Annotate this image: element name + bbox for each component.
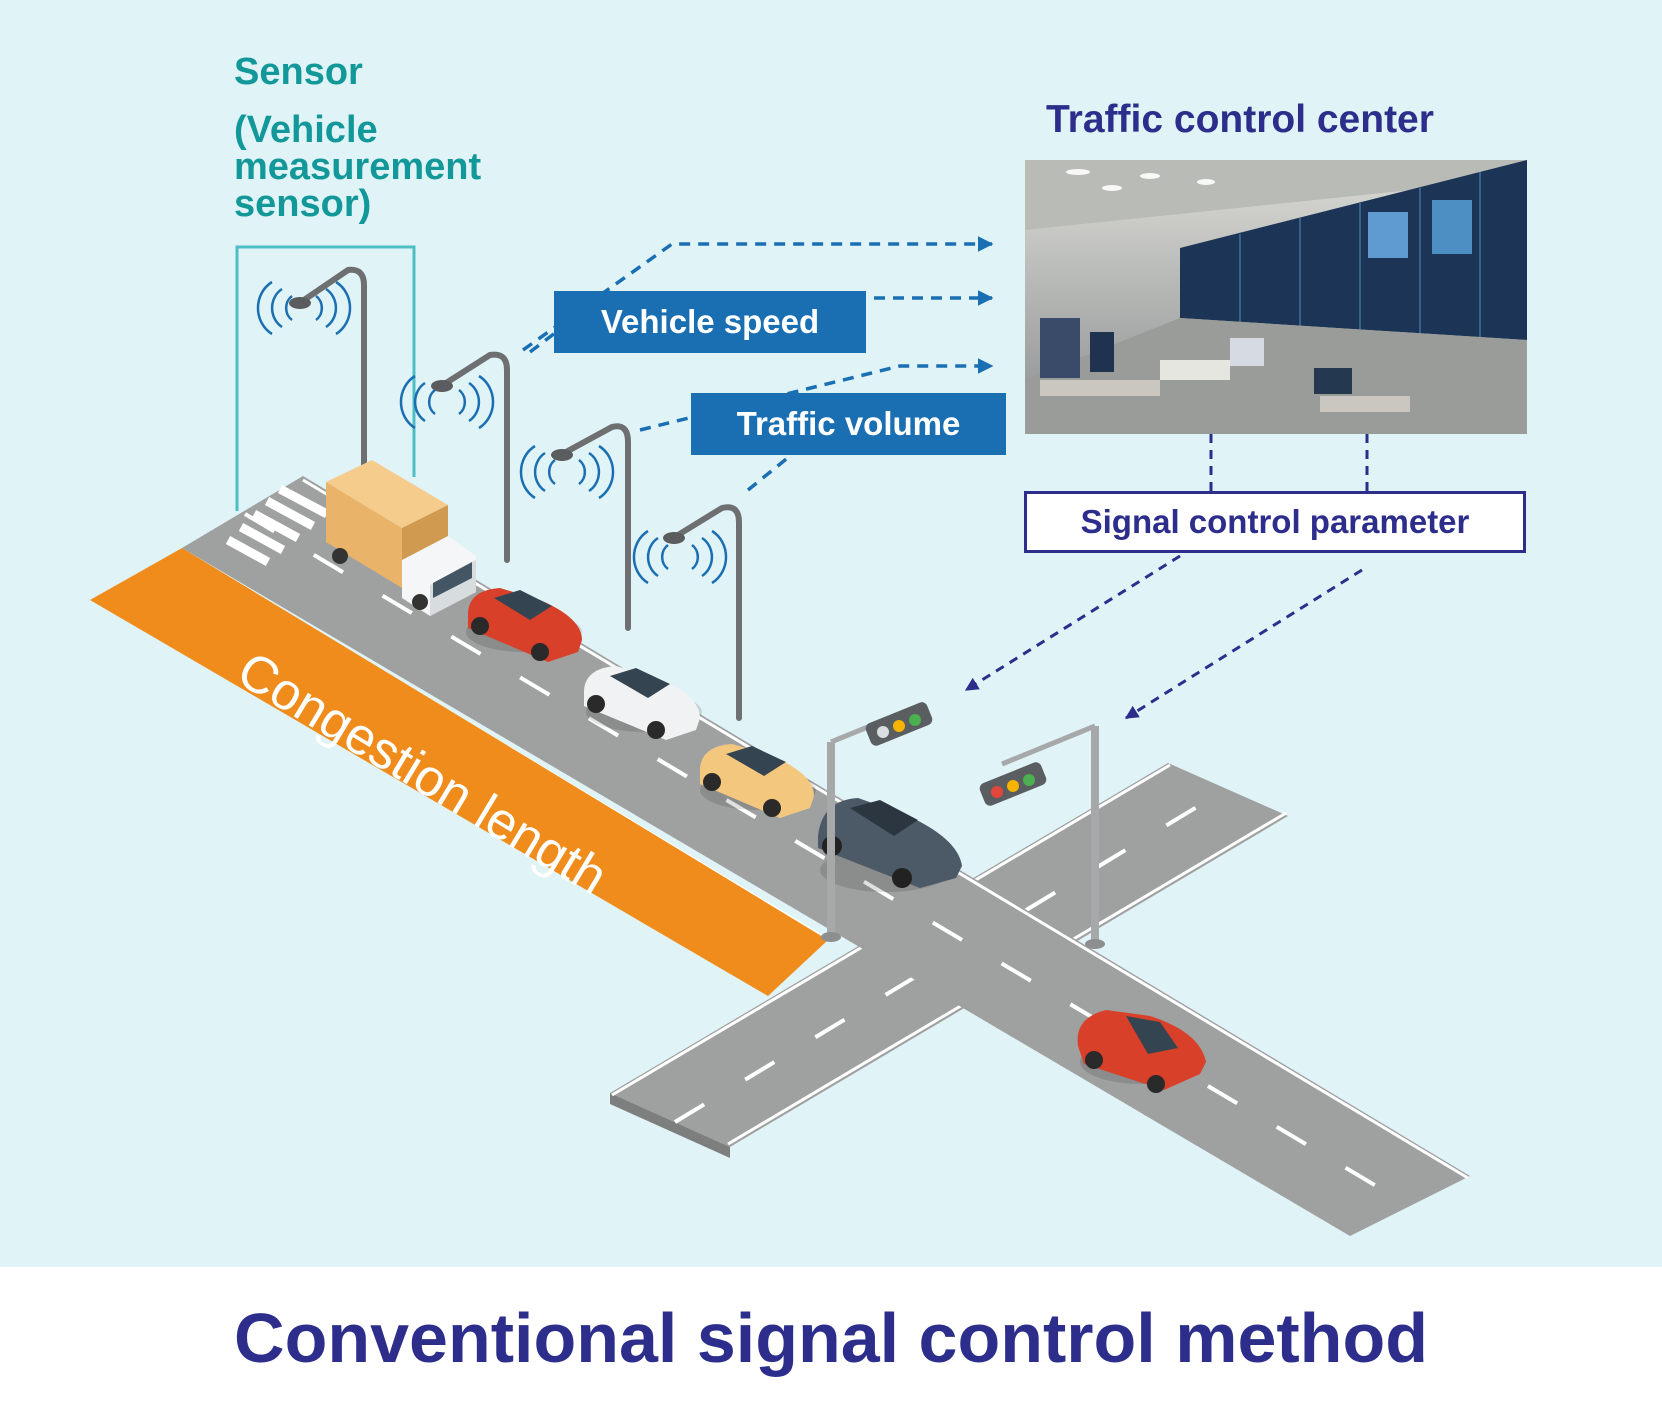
car-icon (1077, 1010, 1206, 1093)
truck-icon (326, 460, 476, 616)
traffic-control-center-title: Traffic control center (1046, 98, 1434, 141)
car-icon (584, 666, 702, 740)
traffic-light-icon (979, 723, 1105, 949)
signal-control-parameter-label: Signal control parameter (1024, 491, 1526, 553)
traffic-volume-label: Traffic volume (691, 393, 1006, 455)
wireless-signal-icon (399, 374, 495, 430)
signal-parameter-arrows (964, 434, 1369, 720)
wireless-signal-icon (256, 280, 352, 336)
wireless-signal-icon (519, 444, 615, 500)
car-icon (818, 798, 962, 892)
car-icon (700, 744, 816, 818)
footer: Conventional signal control method (0, 1267, 1662, 1408)
control-room-photo (1025, 160, 1527, 434)
wireless-signal-icon (632, 529, 728, 585)
vehicle-speed-label: Vehicle speed (554, 291, 866, 353)
car-icon (466, 588, 582, 662)
sensor-subtitle: (Vehicle measurement sensor) (234, 109, 482, 225)
sensor-frame (235, 245, 416, 511)
page-title: Conventional signal control method (234, 1298, 1428, 1377)
sensor-title: Sensor (234, 51, 363, 93)
street-lamp-icon (301, 266, 742, 721)
traffic-light-icon (821, 701, 933, 942)
congestion-band (90, 548, 828, 996)
